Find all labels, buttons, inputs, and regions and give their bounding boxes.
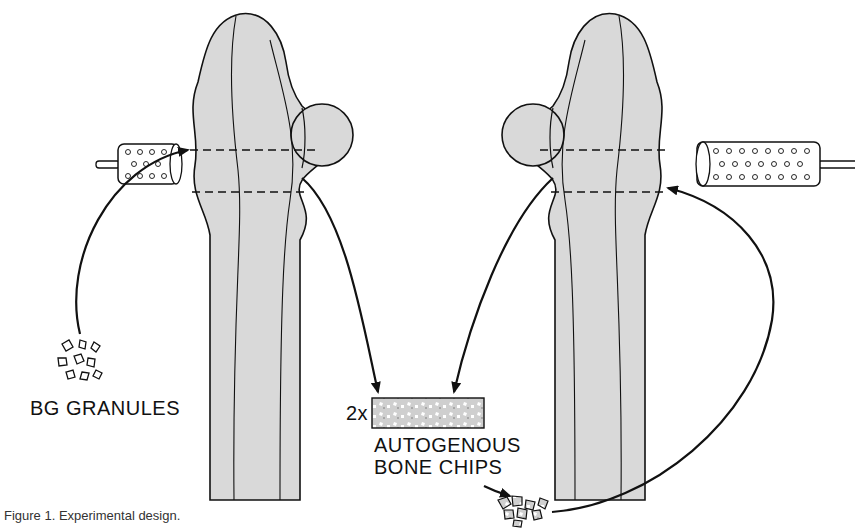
material-label: BG GRANULES — [30, 397, 230, 419]
right-implant — [696, 142, 855, 186]
left-implant — [96, 144, 182, 184]
material-label: AUTOGENOUS BONE CHIPS — [374, 434, 544, 478]
bg-granules — [58, 340, 102, 380]
bone-chip-pile — [498, 496, 548, 527]
bone-chip-block — [372, 398, 484, 428]
multiplier-label: 2x — [346, 402, 368, 424]
left-femur — [190, 14, 353, 500]
right-femur — [502, 14, 665, 500]
flow-arrows — [76, 150, 773, 512]
figure-caption: Figure 1. Experimental design. — [4, 508, 180, 523]
